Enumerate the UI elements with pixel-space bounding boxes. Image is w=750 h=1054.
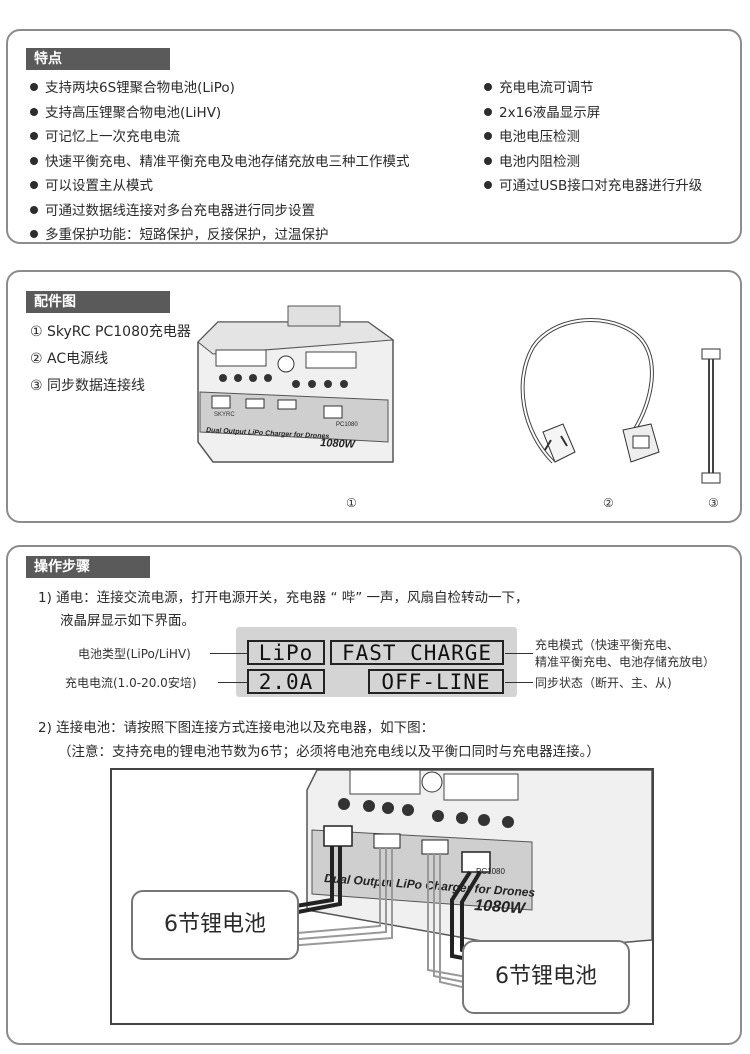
feature-item: 2x16液晶显示屏 [484,101,702,126]
lcd-battery-type: LiPo [247,640,325,665]
diagram-model: PC1080 [476,867,505,876]
feature-item: 充电电流可调节 [484,76,702,101]
bullet-icon [30,107,38,116]
bullet-icon [484,132,492,140]
charger-illustration: SKYRC Dual Output LiPo Charger for Drone… [197,305,395,463]
features-title: 特点 [26,48,170,70]
annotation-sync: 同步状态（断开、主、从) [535,676,672,690]
bullet-icon [484,83,492,91]
features-left-list: 支持两块6S锂聚合物电池(LiPo) 支持高压锂聚合物电池(LiHV) 可记忆上一次… [30,76,410,248]
bullet-icon [30,83,38,91]
feature-item: 快速平衡充电、精准平衡充电及电池存储充放电三种工作模式 [30,150,410,175]
features-panel: 特点 支持两块6S锂聚合物电池(LiPo) 支持高压锂聚合物电池(LiHV) 可记忆… [6,29,742,244]
feature-item: 支持两块6S锂聚合物电池(LiPo) [30,76,410,101]
bullet-icon [30,156,38,165]
feature-item: 可记忆上一次充电电流 [30,125,410,150]
annotation-line [218,682,248,683]
charger-power: 1080W [320,437,357,451]
step2-text: 2) 连接电池：请按照下图连接方式连接电池以及充电器，如下图： [38,720,435,736]
features-right-list: 充电电流可调节 2x16液晶显示屏电池电压检测电池内阻检测可通过USB接口对充电器… [484,76,702,199]
lcd-sync: OFF-LINE [368,669,504,694]
accessory-list: ① SkyRC PC1080充电器 ② AC电源线 ③ 同步数据连接线 [30,319,191,400]
feature-text: 充电电流可调节 [499,80,594,96]
accessories-title: 配件图 [26,291,170,313]
feature-text: 支持两块6S锂聚合物电池(LiPo) [45,80,235,96]
feature-item: 支持高压锂聚合物电池(LiHV) [30,101,410,126]
lcd-mode: FAST CHARGE [330,640,504,665]
marker-charger: ① [346,496,357,510]
ac-cable-illustration [520,318,660,464]
bullet-icon [30,181,38,189]
bullet-icon [484,107,492,116]
annotation-battery-type: 电池类型(LiPo/LiHV) [78,647,191,661]
feature-text: 可通过USB接口对充电器进行升级 [499,178,703,194]
battery-right-label: 6节锂电池 [462,940,630,1014]
accessory-item: ① SkyRC PC1080充电器 [30,324,191,340]
bullet-icon [30,132,38,140]
step2-note: （注意：支持充电的锂电池节数为6节；必须将电池充电线以及平衡口同时与充电器连接。… [58,744,600,760]
charger-model: PC1080 [336,422,358,428]
feature-text: 可以设置主从模式 [45,178,153,194]
accessory-item: ② AC电源线 [30,351,109,367]
feature-item: 可通过数据线连接对多台充电器进行同步设置 [30,199,410,224]
steps-title: 操作步骤 [26,556,150,578]
sync-cable-illustration [701,348,721,484]
bullet-icon [30,230,38,238]
feature-text: 多重保护功能：短路保护，反接保护，过温保护 [45,227,329,243]
feature-text: 2x16液晶显示屏 [499,104,601,121]
battery-left-label: 6节锂电池 [131,890,299,960]
feature-text: 可记忆上一次充电电流 [45,129,180,145]
bullet-icon [484,156,492,165]
annotation-current: 充电电流(1.0-20.0安培) [65,676,197,690]
charger-brand: SKYRC [214,412,235,418]
annotation-line [505,682,533,683]
feature-text: 支持高压锂聚合物电池(LiHV) [45,104,222,121]
marker-ac-cable: ② [603,496,614,510]
feature-text: 电池内阻检测 [499,153,580,170]
feature-text: 可通过数据线连接对多台充电器进行同步设置 [45,202,315,219]
annotation-line [210,653,248,654]
feature-item: 可以设置主从模式 [30,174,410,199]
feature-text: 快速平衡充电、精准平衡充电及电池存储充放电三种工作模式 [45,153,410,170]
feature-item: 多重保护功能：短路保护，反接保护，过温保护 [30,223,410,248]
step1-text-cont: 液晶屏显示如下界面。 [60,613,195,629]
marker-sync-cable: ③ [708,496,719,510]
accessories-panel: 配件图 ① SkyRC PC1080充电器 ② AC电源线 ③ 同步数据连接线 … [6,270,742,523]
bullet-icon [30,205,38,214]
bullet-icon [484,181,492,189]
lcd-current: 2.0A [247,669,325,694]
lcd-screen: LiPo FAST CHARGE 2.0A OFF-LINE [236,627,517,697]
step1-text: 1) 通电：连接交流电源，打开电源开关，充电器 “ 哔” 一声，风扇自检转动一下… [38,590,529,606]
feature-item: 电池电压检测 [484,125,702,150]
charger-connection-illustration: Dual Output LiPo Charger for Drones 1080… [261,770,652,993]
annotation-mode-cont: 精准平衡充电、电池存储充放电） [535,655,716,669]
accessory-item: ③ 同步数据连接线 [30,378,146,394]
feature-item: 电池内阻检测 [484,150,702,175]
annotation-line [505,653,533,654]
feature-text: 电池电压检测 [499,129,580,145]
feature-item: 可通过USB接口对充电器进行升级 [484,174,702,199]
diagram-power: 1080W [474,897,528,918]
annotation-mode: 充电模式（快速平衡充电、 [535,638,680,652]
